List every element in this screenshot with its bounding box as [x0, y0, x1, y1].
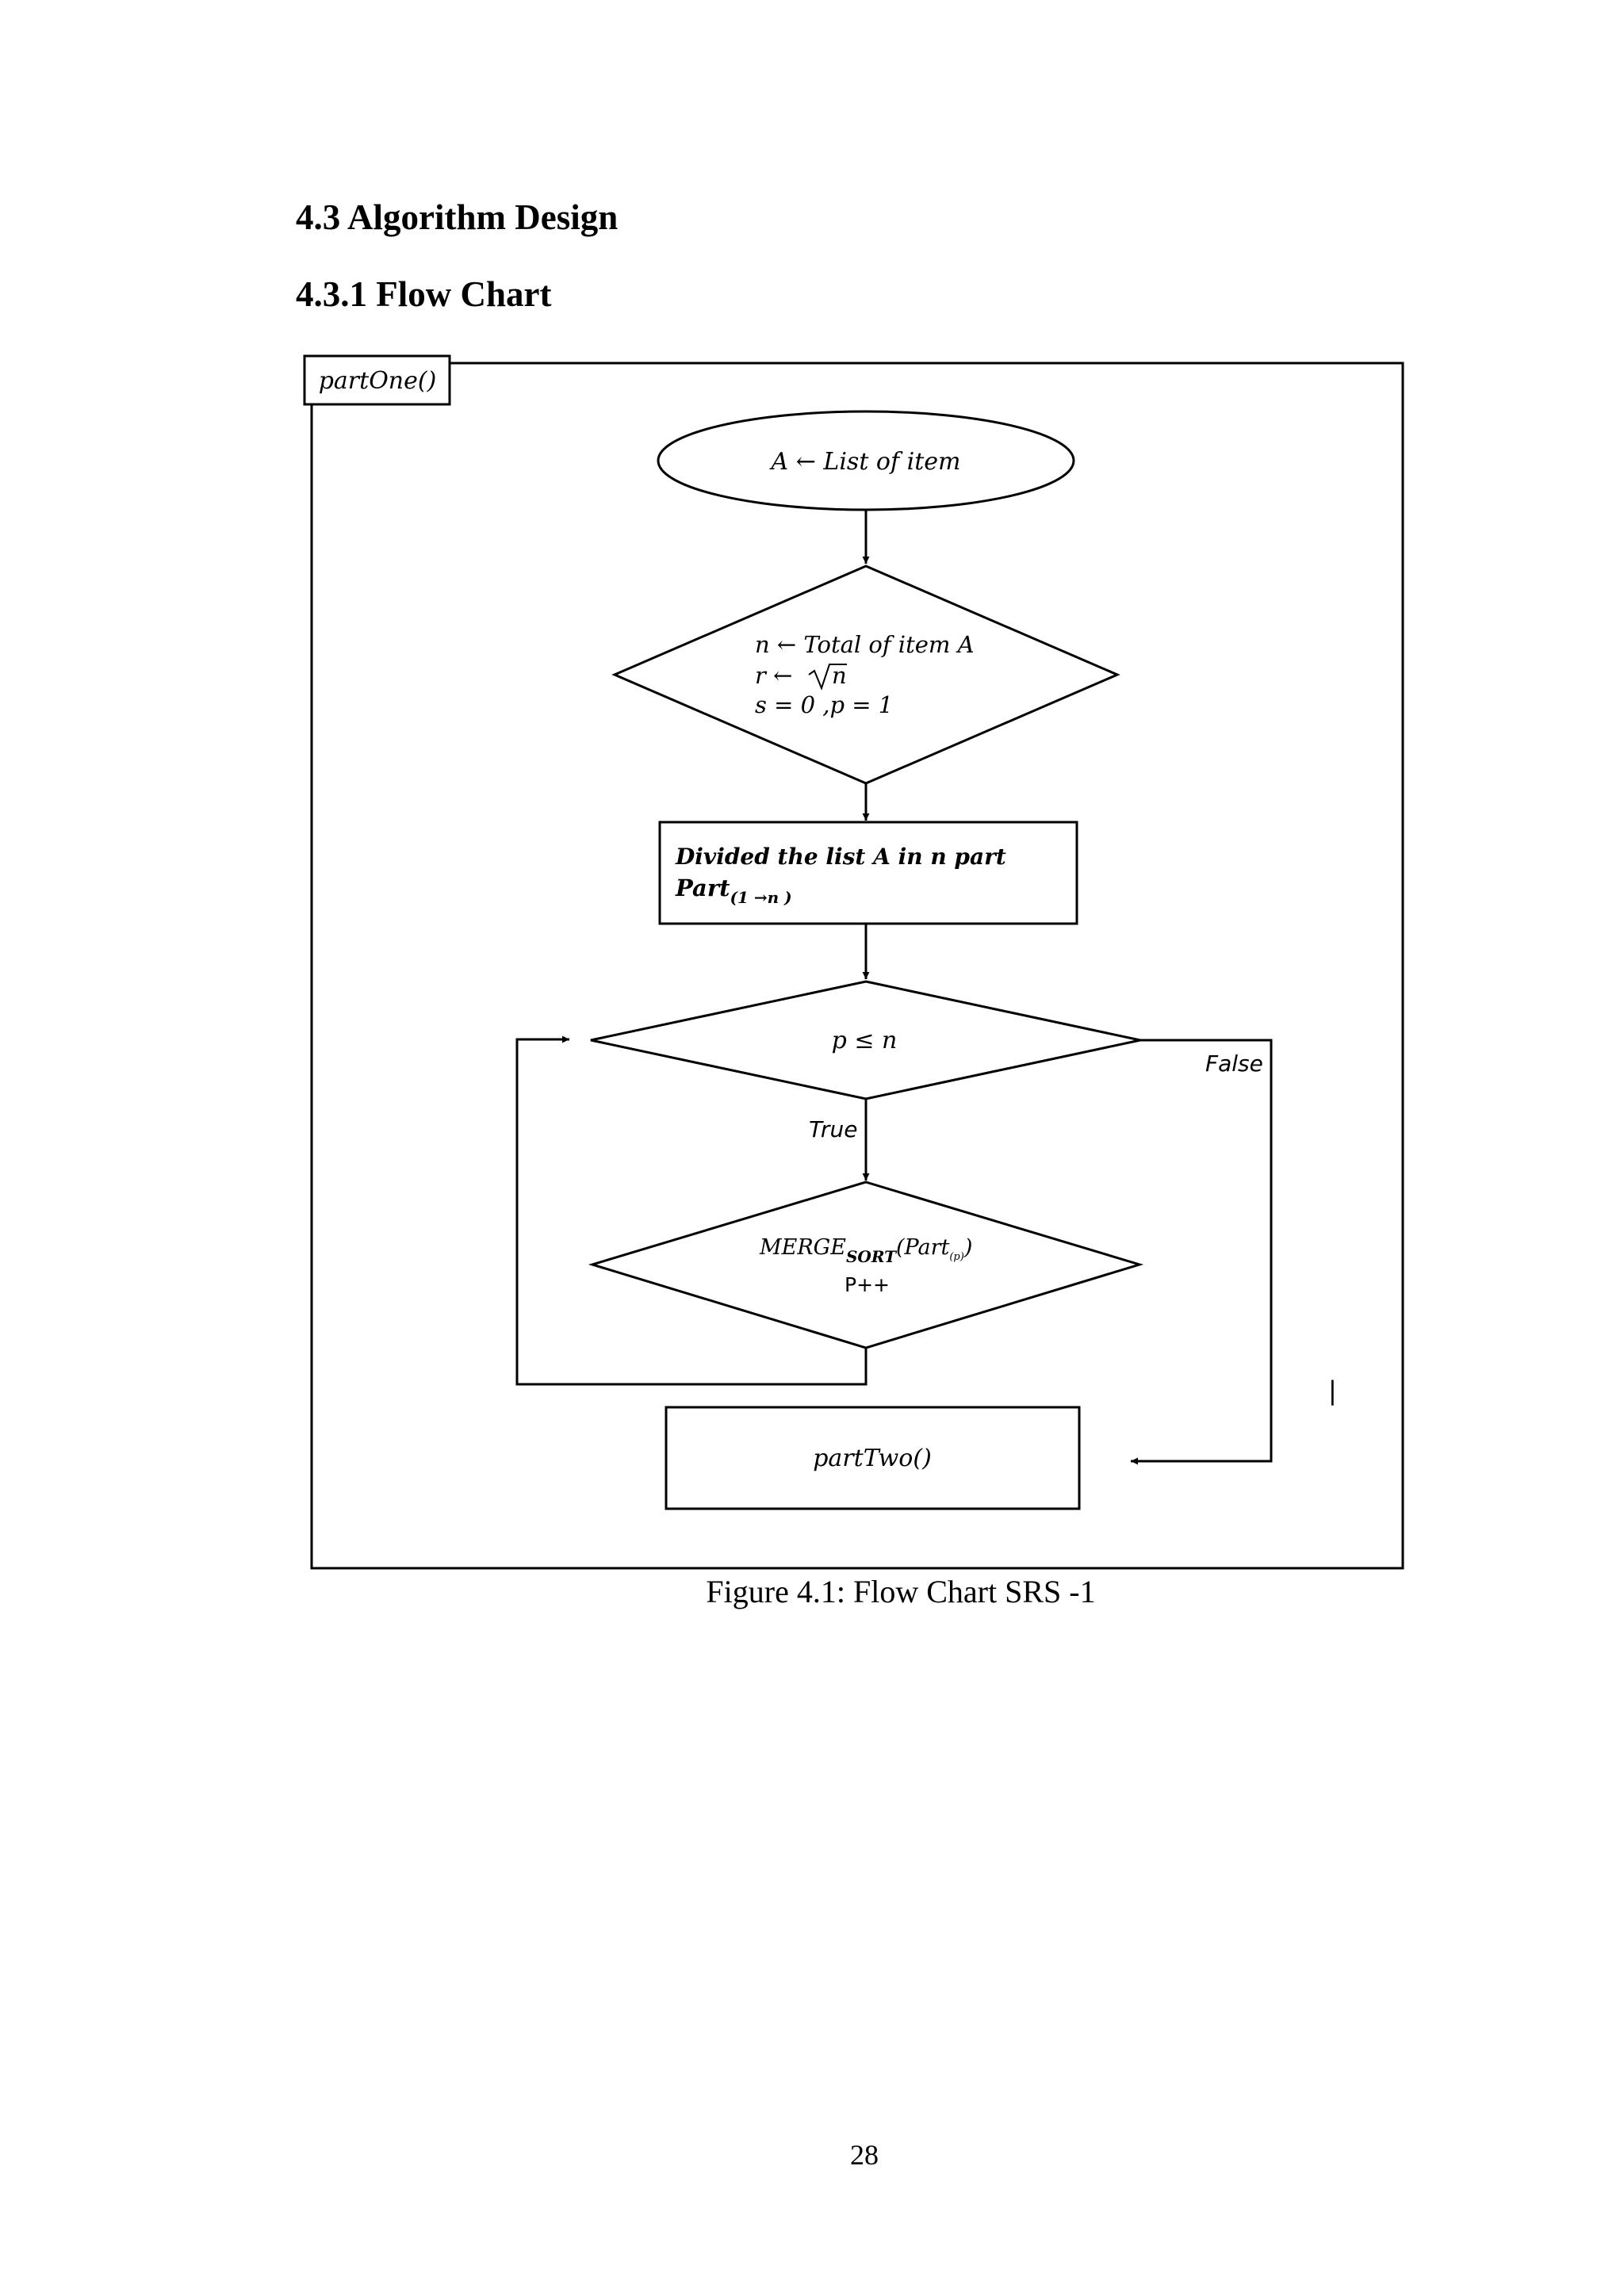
merge-sub: SORT [846, 1247, 898, 1266]
init-line-2-var: r ← [755, 662, 792, 689]
end-node-text: partTwo() [813, 1445, 932, 1472]
true-edge-label: True [809, 1116, 857, 1142]
frame-label: partOne() [319, 367, 437, 395]
merge-line-1: MERGESORT(Part(p)) [759, 1235, 972, 1266]
merge-arg-open: (Part [896, 1235, 949, 1260]
merge-arg-sub: (p) [949, 1251, 963, 1263]
frame-label-tab: partOne() [303, 354, 451, 406]
divide-line-2-sub: (1 →n ) [730, 888, 792, 907]
loop-condition-text: p ≤ n [832, 1027, 898, 1054]
stray-mark: | [1328, 1376, 1337, 1406]
merge-arg-close: ) [963, 1235, 973, 1260]
merge-sort-node: MERGESORT(Part(p)) P++ [588, 1181, 1144, 1349]
divide-process-node: Divided the list A in n part Part(1 →n ) [658, 821, 1078, 925]
page-number: 28 [850, 2139, 879, 2171]
sqrt-symbol [808, 664, 847, 691]
init-line-2: r ← n [755, 662, 847, 691]
start-node: A ← List of item [657, 410, 1075, 511]
loop-condition-node: p ≤ n [590, 980, 1141, 1100]
init-line-3: s = 0 ,p = 1 [755, 691, 893, 718]
figure-caption: Figure 4.1: Flow Chart SRS -1 [706, 1574, 1096, 1609]
end-process-node: partTwo() [665, 1406, 1081, 1510]
init-line-1: n ← Total of item A [755, 631, 975, 658]
merge-main: MERGE [759, 1235, 846, 1260]
divide-line-1: Divided the list A in n part [675, 844, 1006, 870]
divide-line-2-main: Part [675, 874, 730, 901]
init-line-2-root: n [832, 662, 847, 689]
section-heading: 4.3 Algorithm Design [296, 197, 619, 237]
edge-loop-false [1131, 1039, 1273, 1465]
subsection-heading: 4.3.1 Flow Chart [296, 274, 552, 314]
merge-line-2: P++ [845, 1273, 890, 1296]
false-edge-label: False [1205, 1050, 1263, 1077]
edge-loop-back [515, 1035, 868, 1386]
divide-line-2: Part(1 →n ) [675, 874, 792, 907]
diagram-frame [310, 362, 1404, 1570]
start-node-text: A ← List of item [769, 448, 961, 476]
init-decision-node: n ← Total of item A r ← n s = 0 ,p = 1 [611, 564, 1120, 785]
